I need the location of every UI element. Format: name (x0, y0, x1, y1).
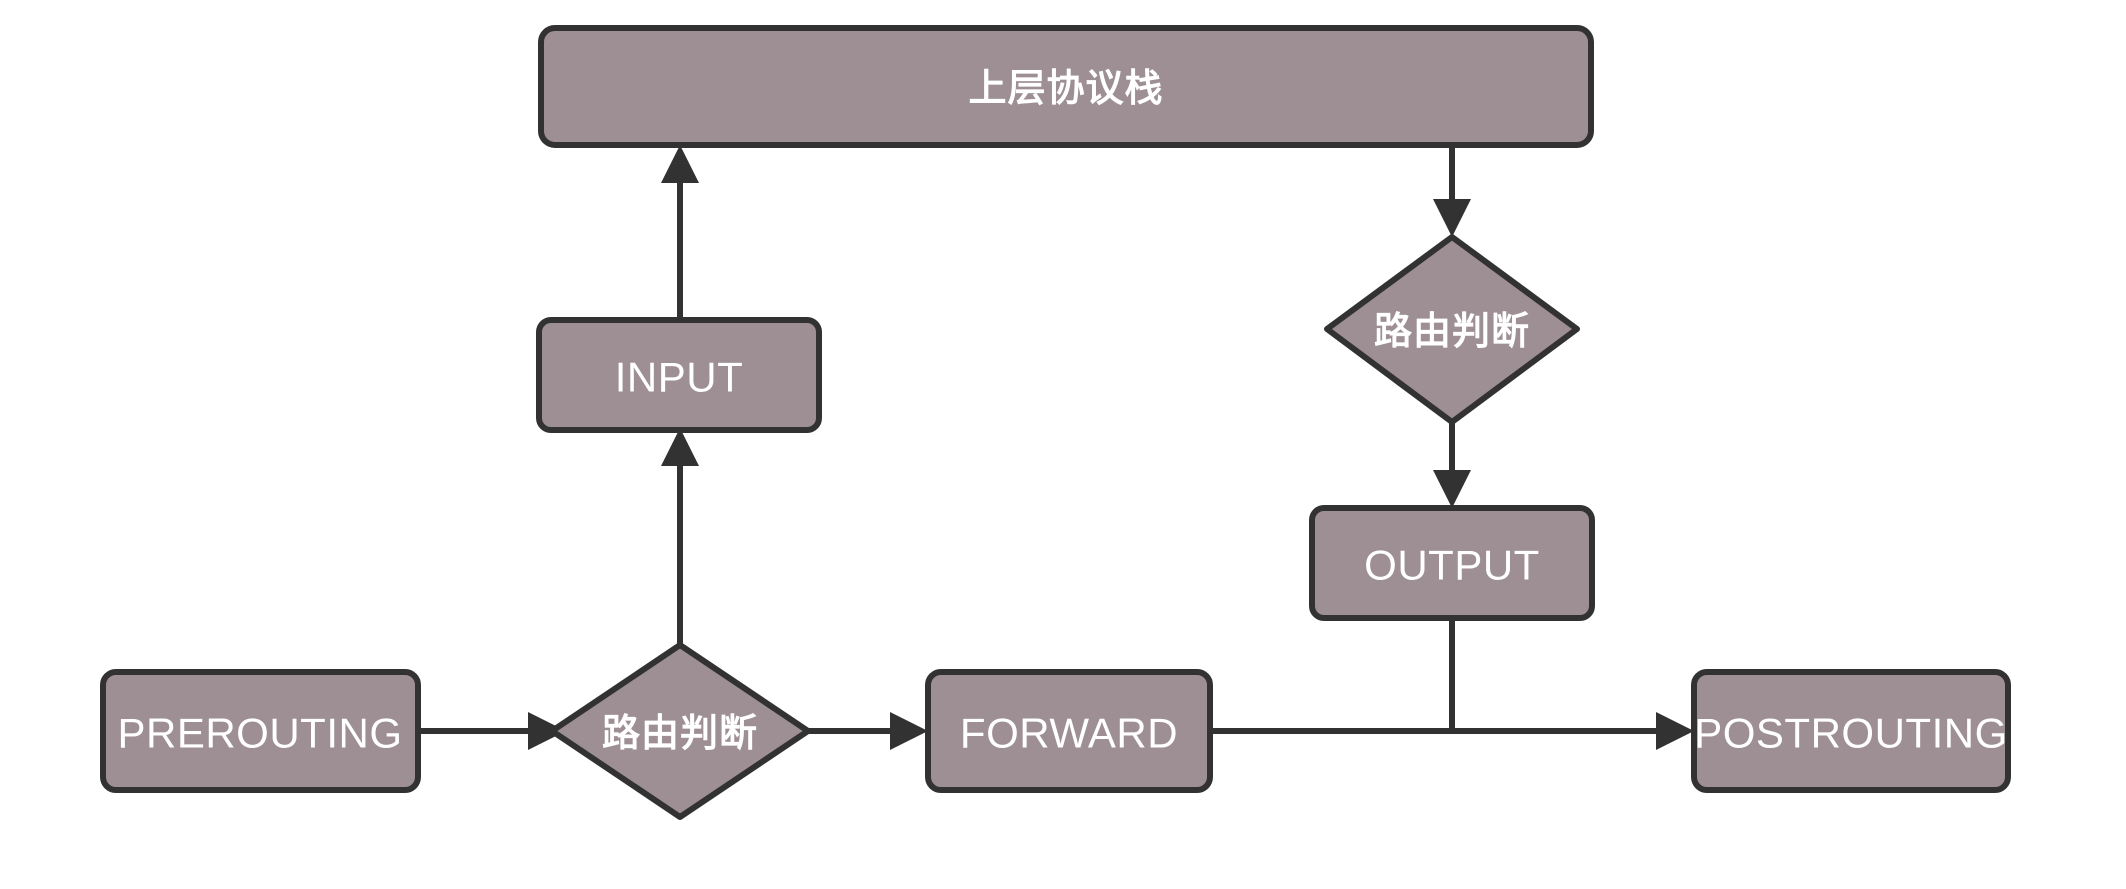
node-shape-rounded-rect[interactable] (100, 669, 421, 793)
edge-route-decision-out-to-output (1433, 422, 1471, 508)
arrowhead-up-icon (661, 428, 699, 466)
node-shape-rounded-rect[interactable] (536, 317, 822, 433)
arrowhead-right-icon (528, 712, 566, 750)
node-label-output: OUTPUT (1364, 542, 1540, 589)
edge-input-to-upper-stack (661, 145, 699, 320)
node-forward[interactable]: FORWARD (925, 669, 1213, 793)
edge-upper-stack-to-route-decision-out (1433, 145, 1471, 237)
node-shape-rounded-rect[interactable] (925, 669, 1213, 793)
node-shape-rounded-rect[interactable] (1691, 669, 2011, 793)
node-label-route-decision: 路由判断 (602, 711, 758, 755)
node-shape-diamond[interactable] (1324, 234, 1580, 425)
arrowhead-down-icon (1433, 470, 1471, 508)
node-label-route-decision: 路由判断 (1374, 309, 1530, 353)
edge-layer (418, 145, 1694, 750)
edge-route-decision-to-forward (808, 712, 928, 750)
arrowhead-down-icon (1433, 199, 1471, 237)
node-layer: 上层协议栈 INPUT 路由判断 OUTPUT PREROUTING (100, 25, 2011, 820)
node-label-forward: FORWARD (960, 710, 1178, 757)
node-label-upper-protocol-stack: 上层协议栈 (968, 66, 1163, 110)
node-route-decision-output-side[interactable]: 路由判断 (1324, 234, 1580, 425)
node-label-postrouting: POSTROUTING (1694, 710, 2008, 757)
node-upper-protocol-stack[interactable]: 上层协议栈 (538, 25, 1594, 148)
edge-route-decision-to-input (661, 428, 699, 645)
node-output[interactable]: OUTPUT (1309, 505, 1595, 621)
node-input[interactable]: INPUT (536, 317, 822, 433)
arrowhead-up-icon (661, 145, 699, 183)
arrowhead-right-icon (890, 712, 928, 750)
node-shape-rounded-rect[interactable] (1309, 505, 1595, 621)
node-label-input: INPUT (615, 354, 744, 401)
node-prerouting[interactable]: PREROUTING (100, 669, 421, 793)
arrowhead-right-icon (1656, 712, 1694, 750)
node-shape-diamond[interactable] (549, 642, 811, 820)
edge-forward-to-postrouting (1210, 712, 1694, 750)
edge-prerouting-to-route-decision (418, 712, 566, 750)
node-shape-rounded-rect[interactable] (538, 25, 1594, 148)
node-route-decision-input-side[interactable]: 路由判断 (549, 642, 811, 820)
node-label-prerouting: PREROUTING (117, 710, 402, 757)
node-postrouting[interactable]: POSTROUTING (1691, 669, 2011, 793)
